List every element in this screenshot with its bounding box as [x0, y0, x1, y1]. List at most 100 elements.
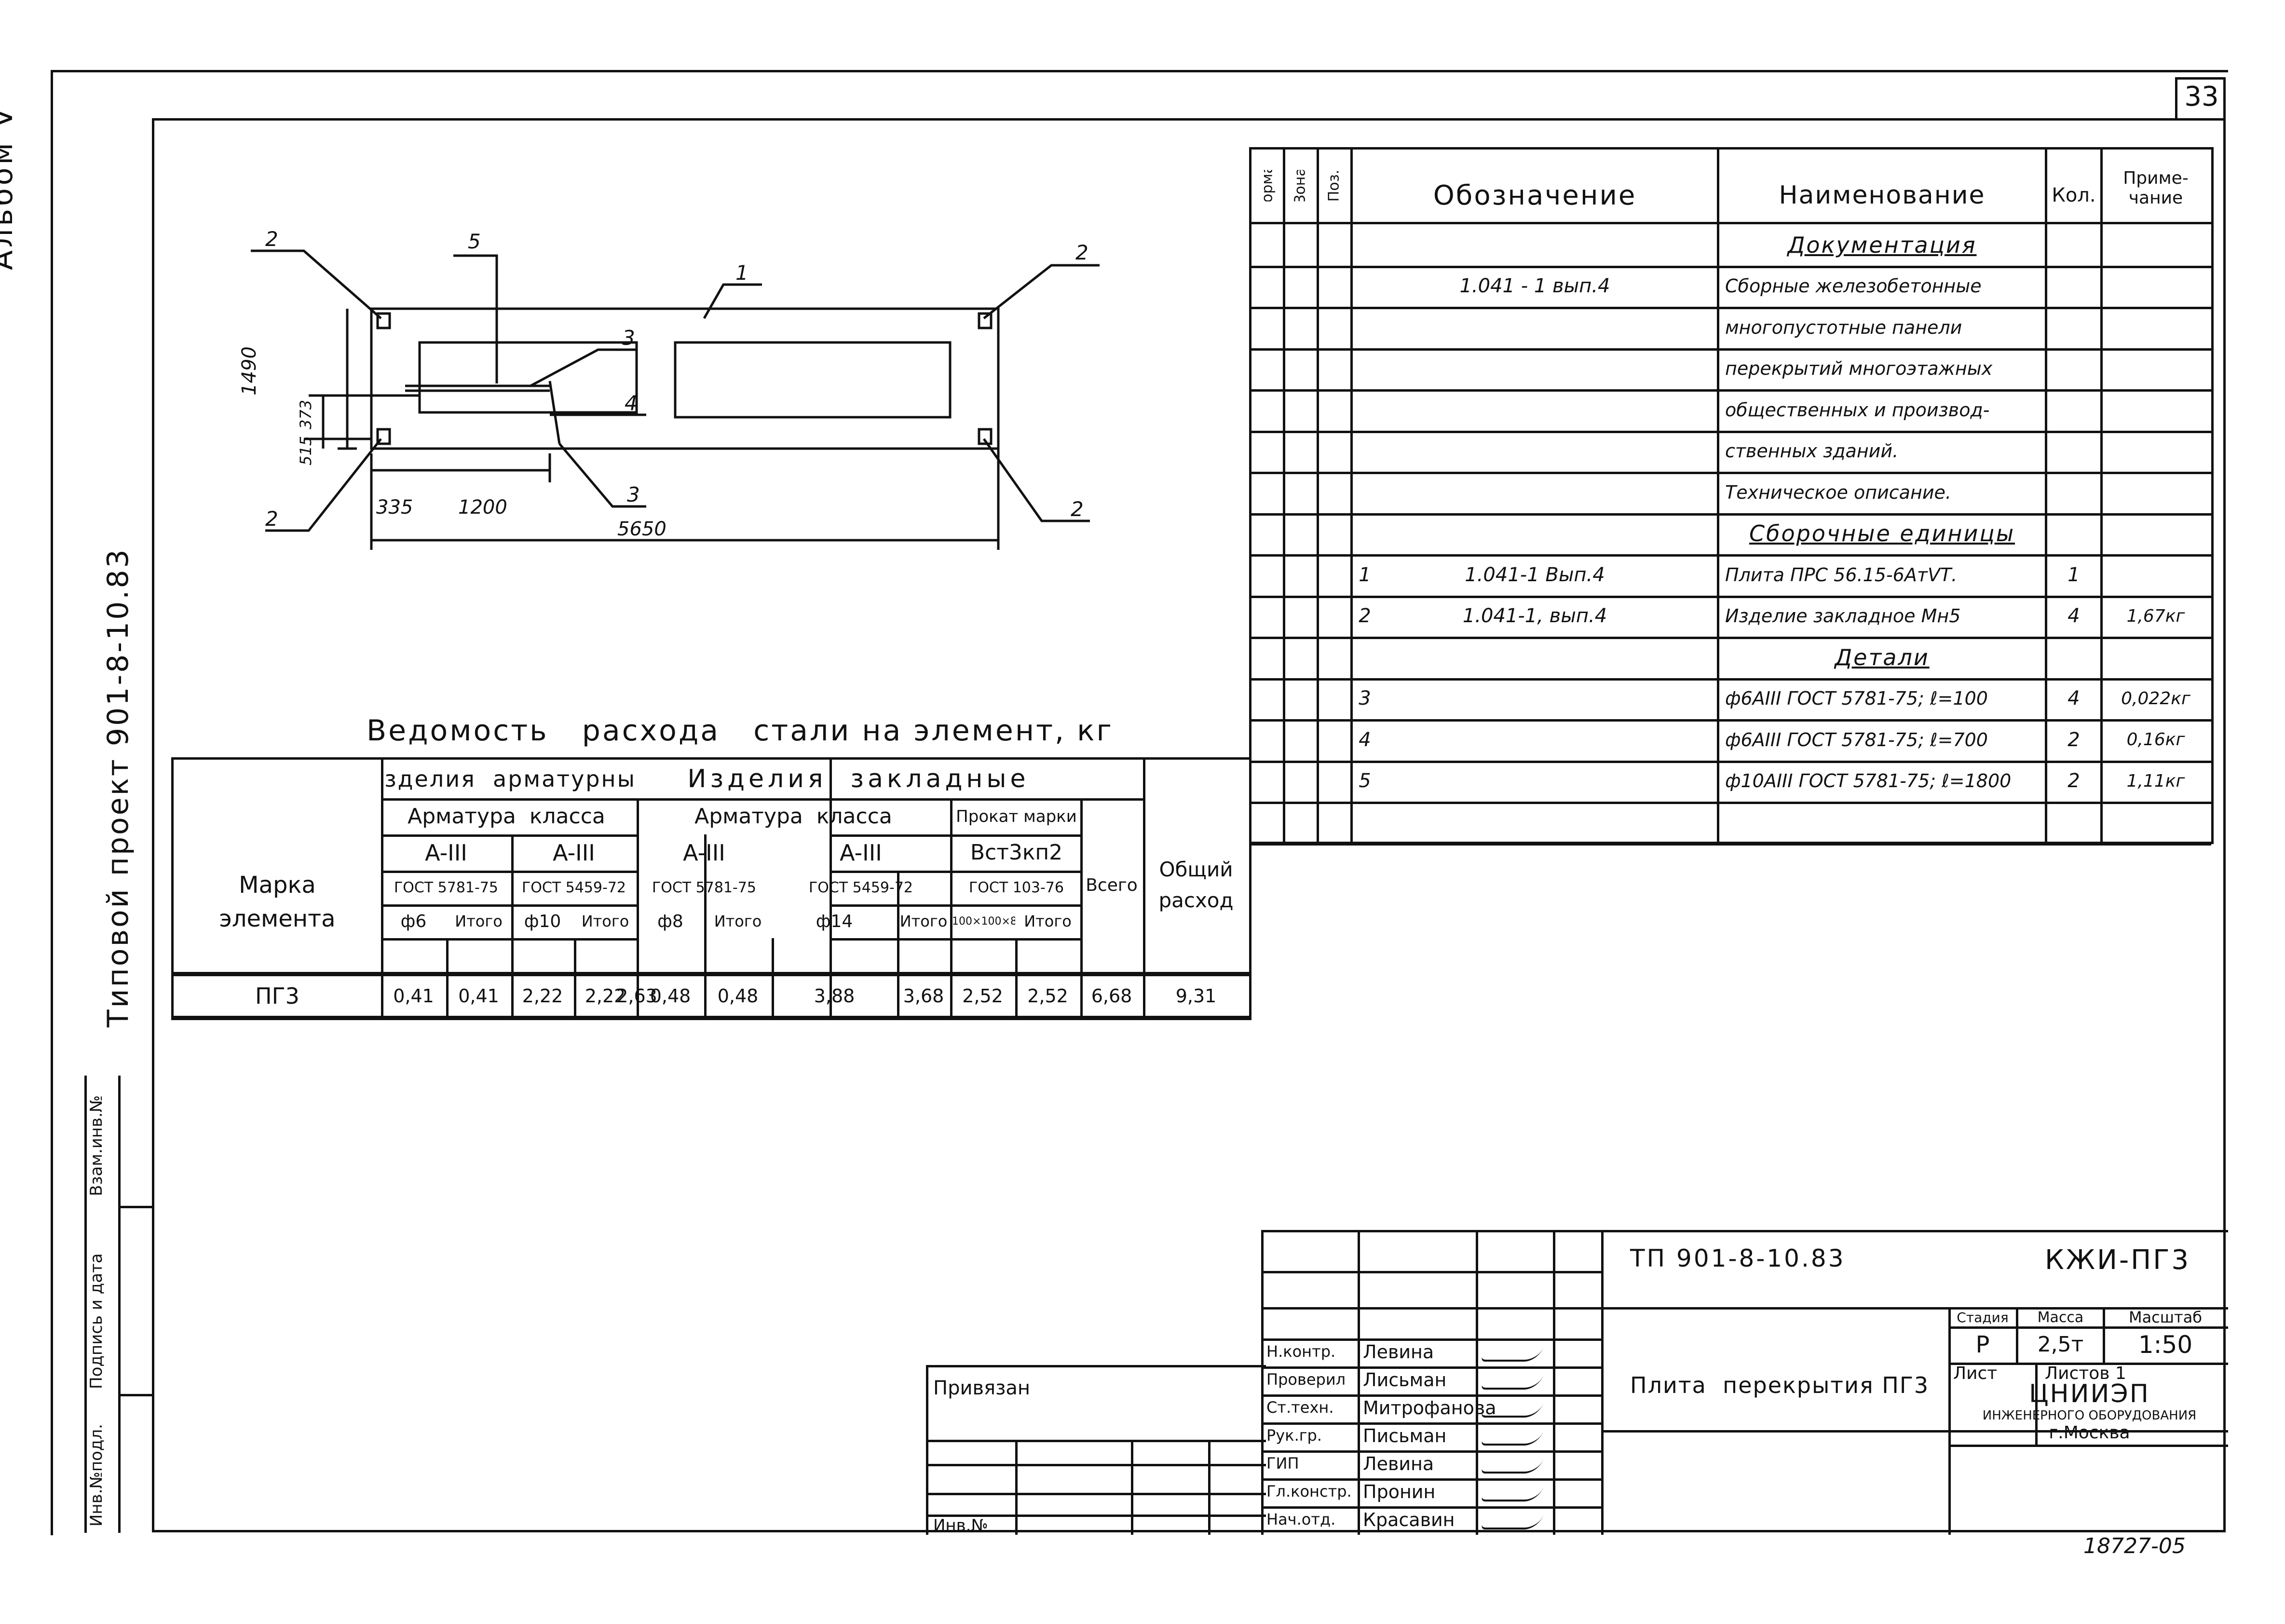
grand-total-header: Общий расход	[1158, 858, 1234, 912]
gost-label: ГОСТ 5781-75	[652, 879, 757, 896]
spec-name: Изделие закладное Мн5	[1725, 605, 1961, 627]
spec-qty	[2047, 637, 2100, 678]
slab-outline	[370, 307, 1000, 450]
dim-label: 515	[297, 436, 315, 465]
person-role: Нач.отд.	[1266, 1510, 1336, 1528]
opening-right	[674, 341, 952, 419]
spec-pos: 3	[1359, 687, 1371, 710]
leader-label: 3	[627, 483, 640, 506]
sheet-code: КЖИ-ПГ3	[2045, 1244, 2191, 1276]
person-role: Проверил	[1266, 1370, 1346, 1389]
org-city: г.Москва	[2049, 1423, 2130, 1443]
opening-left	[418, 341, 638, 414]
spec-note	[2103, 389, 2209, 431]
mark-header: Марка элемента	[219, 872, 336, 932]
spec-name: ственных зданий.	[1725, 440, 1899, 462]
mass-value: 2,5т	[2037, 1332, 2084, 1357]
stage-value: Р	[1975, 1331, 1990, 1358]
scale-value: 1:50	[2138, 1330, 2193, 1359]
spec-note	[2103, 637, 2209, 678]
spec-header-qty: Кол.	[2052, 184, 2096, 206]
document-number: 18727-05	[2083, 1534, 2186, 1558]
leader-label: 1	[735, 261, 748, 285]
spec-designation	[1353, 224, 1717, 266]
margin-stamp-inv: Инв.№подл.	[87, 1424, 106, 1527]
spec-designation	[1353, 431, 1717, 472]
class-a3: A-III	[683, 839, 725, 866]
diameter-label: ф14	[816, 911, 853, 931]
mass-label: Масса	[2037, 1309, 2084, 1326]
margin-stamp-replace: Взам.инв.№	[87, 1095, 106, 1196]
page-number-box	[2175, 77, 2226, 121]
subtotal-label: Итого	[899, 912, 948, 930]
spec-header-name: Наименование	[1779, 181, 1986, 210]
stage-label: Стадия	[1957, 1309, 2009, 1325]
spec-note	[2103, 554, 2209, 596]
dim-label: 5650	[617, 518, 666, 540]
spec-note	[2103, 224, 2209, 266]
spec-pos: 5	[1359, 770, 1371, 792]
spec-designation	[1353, 389, 1717, 431]
strip-size: -100×100×8	[950, 915, 1015, 928]
title-block: ТП 901-8-10.83 КЖИ-ПГ3 Плита перекрытия …	[1261, 1230, 2228, 1535]
signature	[1480, 1431, 1544, 1446]
margin-stamp-line	[118, 1076, 121, 1533]
diameter-label: ф10	[524, 911, 561, 931]
spec-pos: 1	[1359, 563, 1371, 586]
person-name: Пронин	[1363, 1481, 1436, 1502]
spec-qty	[2047, 431, 2100, 472]
spec-name: Сборные железобетонные	[1725, 275, 1982, 297]
spec-qty	[2047, 266, 2100, 307]
spec-qty: 4	[2067, 687, 2080, 710]
org-name: ЦНИИЭП	[2029, 1379, 2150, 1408]
inventory-label: Инв.№	[933, 1516, 988, 1535]
spec-qty	[2047, 802, 2100, 843]
project-label: Типовой проект 901-8-10.83	[101, 547, 135, 1027]
steel-value: 6,68	[1091, 985, 1132, 1007]
steel-value: 3,88	[814, 985, 855, 1007]
margin-stamp-tick-2	[118, 1394, 152, 1396]
sheets-count: Листов 1	[2045, 1364, 2126, 1383]
dim-label: 1200	[458, 496, 507, 519]
page-number: 33	[2184, 81, 2219, 112]
spec-designation	[1353, 761, 1717, 802]
signature	[1480, 1459, 1544, 1474]
diameter-label: ф8	[657, 911, 683, 931]
steel-value: 0,48	[650, 985, 691, 1007]
spec-note: 1,11кг	[2126, 771, 2185, 791]
spec-qty: 1	[2067, 563, 2080, 586]
gost-label: ГОСТ 5459-72	[808, 879, 913, 896]
subtotal-label: Итого	[455, 912, 503, 930]
spec-note: 0,022кг	[2121, 688, 2190, 709]
spec-name: Детали	[1835, 644, 1930, 670]
spec-qty	[2047, 472, 2100, 513]
spec-header-designation: Обозначение	[1433, 179, 1637, 211]
spec-name	[1719, 802, 2045, 843]
gost-label: ГОСТ 5459-72	[521, 879, 626, 896]
person-role: Рук.гр.	[1266, 1426, 1322, 1445]
diameter-label: ф6	[400, 911, 427, 931]
spec-qty: 2	[2067, 728, 2080, 751]
spec-designation: 1.041-1 Вып.4	[1465, 563, 1605, 586]
rolled-label: Прокат марки	[956, 806, 1077, 826]
dim-label: 1490	[238, 346, 260, 396]
subtotal-label: Итого	[1024, 912, 1072, 930]
spec-qty	[2047, 348, 2100, 390]
steel-value: 0,41	[458, 985, 499, 1007]
class-a3: A-III	[425, 839, 467, 866]
spec-name: перекрытий многоэтажных	[1725, 358, 1993, 380]
spec-designation	[1353, 348, 1717, 390]
spec-designation	[1353, 637, 1717, 678]
steel-value: 3,68	[903, 985, 944, 1007]
person-name: Левина	[1363, 1341, 1434, 1363]
spec-qty	[2047, 513, 2100, 555]
class-a3: A-III	[553, 839, 595, 866]
margin-stamp-signature: Подпись и дата	[87, 1253, 106, 1389]
subtotal-label: Итого	[581, 912, 629, 930]
gost-label: ГОСТ 103-76	[969, 879, 1064, 896]
spec-pos: 2	[1359, 605, 1371, 628]
spec-note	[2103, 513, 2209, 555]
steel-table-title: Ведомость расхода стали на элемент, кг	[367, 714, 1114, 748]
steel-table: Марка элемента Изделия арматурные Издели…	[171, 757, 1251, 1020]
spec-name: ф6АIII ГОСТ 5781-75; ℓ=700	[1725, 729, 1988, 751]
